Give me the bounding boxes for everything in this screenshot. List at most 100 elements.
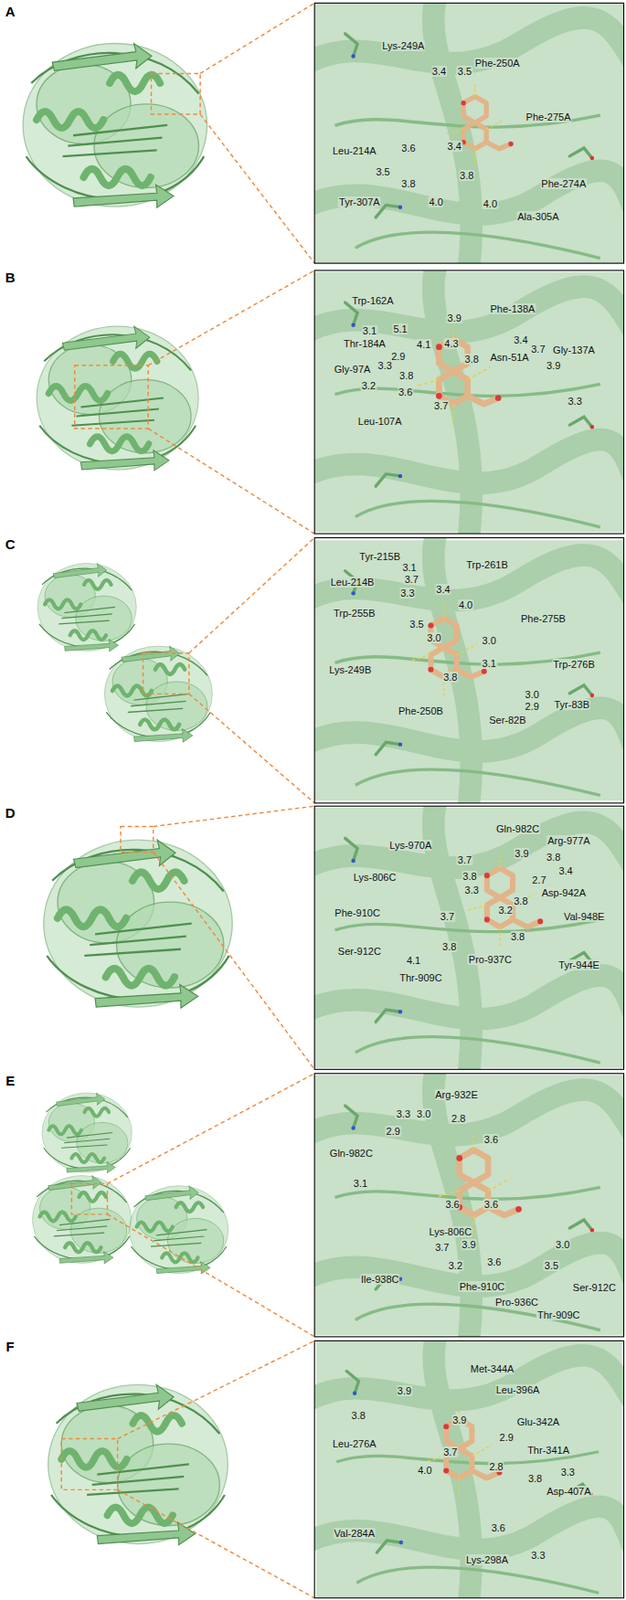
residue-label: Phe-275B bbox=[519, 613, 567, 625]
residue-label: Gly-97A bbox=[333, 363, 372, 375]
distance-label: 3.9 bbox=[513, 848, 530, 860]
distance-label: 4.3 bbox=[443, 338, 459, 350]
residue-label: Lys-806C bbox=[352, 871, 398, 883]
residue-label: Leu-214A bbox=[331, 145, 378, 157]
distance-label: 3.7 bbox=[456, 854, 473, 866]
distance-label: 2.7 bbox=[530, 874, 547, 886]
distance-label: 4.1 bbox=[415, 339, 432, 351]
residue-label: Gly-137A bbox=[551, 344, 596, 356]
distance-label: 3.2 bbox=[360, 380, 377, 392]
distance-label: 3.5 bbox=[543, 1260, 560, 1272]
distance-label: 2.9 bbox=[385, 1125, 402, 1137]
distance-label: 3.7 bbox=[530, 343, 546, 355]
residue-label: Met-344A bbox=[469, 1363, 516, 1375]
distance-label: 3.8 bbox=[509, 931, 526, 943]
distance-label: 3.3 bbox=[566, 395, 583, 407]
distance-label: 2.9 bbox=[390, 350, 406, 362]
distance-label: 2.8 bbox=[488, 1461, 504, 1473]
distance-label: 3.9 bbox=[460, 1239, 477, 1251]
residue-label: Leu-396A bbox=[495, 1384, 542, 1396]
residue-label: Phe-274A bbox=[540, 178, 587, 190]
distance-label: 3.6 bbox=[400, 142, 416, 154]
residue-label: Trp-162A bbox=[350, 295, 394, 307]
residue-label: Val-948E bbox=[562, 911, 605, 923]
distance-label: 3.9 bbox=[451, 1414, 467, 1426]
distance-label: 3.8 bbox=[442, 671, 458, 683]
residue-label: Thr-909C bbox=[398, 972, 443, 984]
distance-label: 3.4 bbox=[446, 140, 463, 152]
distance-label: 3.9 bbox=[446, 312, 463, 324]
distance-label: 3.2 bbox=[497, 904, 513, 916]
distance-label: 3.6 bbox=[490, 1522, 507, 1534]
residue-label: Trp-261B bbox=[465, 559, 509, 571]
distance-label: 3.1 bbox=[481, 657, 498, 669]
residue-label: Lys-298A bbox=[465, 1554, 510, 1566]
residue-label: Lys-249A bbox=[381, 40, 425, 52]
distance-label: 3.1 bbox=[361, 325, 378, 337]
distance-label: 3.6 bbox=[444, 1198, 460, 1210]
distance-label: 3.8 bbox=[464, 353, 480, 365]
distance-label: 3.6 bbox=[397, 386, 414, 398]
residue-label: Thr-341A bbox=[526, 1444, 571, 1456]
residue-label: Tyr-215B bbox=[358, 551, 402, 563]
residue-label: Phe-250A bbox=[474, 57, 521, 69]
distance-label: 4.0 bbox=[416, 1464, 433, 1476]
distance-label: 3.8 bbox=[398, 370, 414, 382]
residue-label: Asn-51A bbox=[489, 351, 531, 363]
distance-label: 3.8 bbox=[527, 1473, 543, 1485]
residue-label: Lys-970A bbox=[388, 839, 433, 851]
distance-label: 3.3 bbox=[464, 884, 480, 896]
residue-label: Ile-938C bbox=[360, 1273, 401, 1285]
residue-label: Pro-936C bbox=[494, 1296, 540, 1308]
distance-label: 3.7 bbox=[403, 573, 420, 585]
panel-letter: B bbox=[4, 270, 17, 286]
residue-label: Gln-982C bbox=[328, 1147, 374, 1159]
distance-label: 4.0 bbox=[427, 196, 444, 208]
distance-label: 3.8 bbox=[441, 941, 457, 953]
distance-label: 3.1 bbox=[352, 1177, 369, 1189]
distance-label: 3.3 bbox=[377, 360, 393, 372]
distance-label: 3.5 bbox=[408, 618, 425, 630]
distance-label: 5.1 bbox=[392, 323, 408, 335]
panel-letter: D bbox=[4, 806, 17, 821]
panel-letter: A bbox=[4, 4, 17, 20]
residue-label: Arg-977A bbox=[546, 835, 591, 847]
distance-label: 3.2 bbox=[447, 1260, 464, 1272]
distance-label: 3.0 bbox=[415, 1108, 432, 1120]
residue-label: Gln-982C bbox=[495, 823, 541, 835]
residue-label: Asp-407A bbox=[545, 1485, 592, 1497]
residue-label: Ser-912C bbox=[337, 945, 382, 957]
distance-label: 3.6 bbox=[486, 1256, 502, 1268]
distance-label: 2.8 bbox=[450, 1113, 467, 1125]
residue-label: Pro-937C bbox=[467, 954, 513, 966]
distance-label: 2.9 bbox=[498, 1432, 515, 1443]
distance-label: 3.4 bbox=[557, 865, 573, 877]
distance-label: 3.8 bbox=[512, 895, 529, 907]
distance-label: 3.4 bbox=[431, 65, 447, 77]
residue-label: Phe-910C bbox=[458, 1281, 507, 1293]
distance-label: 3.4 bbox=[435, 583, 451, 595]
residue-label: Leu-214B bbox=[329, 576, 376, 588]
panel-letter: E bbox=[4, 1073, 16, 1089]
residue-label: Ala-305A bbox=[516, 211, 560, 223]
distance-label: 3.5 bbox=[374, 166, 391, 178]
distance-label: 3.9 bbox=[396, 1385, 413, 1397]
distance-label: 3.8 bbox=[458, 169, 475, 181]
residue-label: Asp-942A bbox=[541, 887, 587, 899]
residue-label: Tyr-83B bbox=[553, 699, 592, 711]
distance-label: 3.3 bbox=[395, 1108, 412, 1120]
residue-label: Ser-82B bbox=[488, 714, 527, 726]
distance-label: 3.7 bbox=[433, 400, 449, 412]
distance-label: 4.0 bbox=[482, 198, 499, 210]
residue-label: Tyr-944E bbox=[557, 959, 601, 971]
distance-label: 3.7 bbox=[442, 1446, 458, 1458]
distance-label: 2.9 bbox=[524, 700, 541, 712]
distance-label: 3.6 bbox=[483, 1134, 499, 1146]
distance-label: 3.9 bbox=[545, 360, 562, 372]
residue-label: Trp-255B bbox=[332, 607, 376, 619]
distance-label: 3.3 bbox=[560, 1466, 576, 1478]
distance-label: 3.5 bbox=[456, 65, 473, 77]
residue-label: Lys-249B bbox=[328, 664, 372, 676]
